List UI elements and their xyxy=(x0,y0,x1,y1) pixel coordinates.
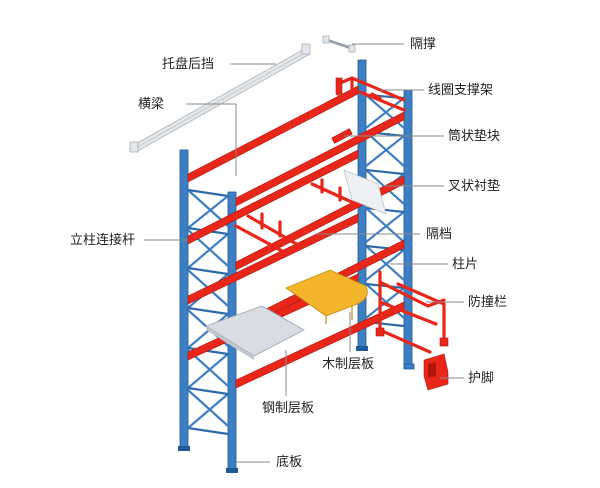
label-tube-pad: 筒状垫块 xyxy=(448,128,500,144)
label-fork-pad: 叉状衬垫 xyxy=(448,178,500,194)
label-steel-shelf: 钢制层板 xyxy=(262,401,314,416)
wood-shelf-part xyxy=(285,269,368,324)
fork-pad-part xyxy=(310,178,392,206)
left-upright-frame xyxy=(178,149,238,473)
label-base-plate: 底板 xyxy=(276,454,302,470)
coil-support-frame xyxy=(335,76,406,112)
label-wire-support: 线圈支撑架 xyxy=(428,83,493,98)
leader-lines xyxy=(144,43,464,463)
label-upright-frame: 柱片 xyxy=(452,257,478,272)
pallet-stop-rail xyxy=(129,43,311,153)
steel-shelf-part xyxy=(205,305,305,360)
guard-rail-part xyxy=(375,270,449,354)
divider-part xyxy=(234,212,302,254)
back-right-frame xyxy=(403,89,415,370)
label-guard-rail: 防撞栏 xyxy=(468,294,507,310)
spacer-bar-part xyxy=(322,35,356,53)
label-foot-guard: 护脚 xyxy=(468,370,494,386)
tube-pad-part xyxy=(331,128,353,144)
wire-deck xyxy=(343,169,387,215)
foot-guard-part xyxy=(423,353,449,391)
label-post-connector: 立柱连接杆 xyxy=(70,232,135,248)
label-beam: 横梁 xyxy=(138,97,164,112)
label-spacer-bar: 隔撑 xyxy=(410,37,436,52)
label-wood-shelf: 木制层板 xyxy=(322,357,374,372)
label-pallet-stop: 托盘后挡 xyxy=(162,56,214,72)
label-divider: 隔档 xyxy=(426,227,452,242)
